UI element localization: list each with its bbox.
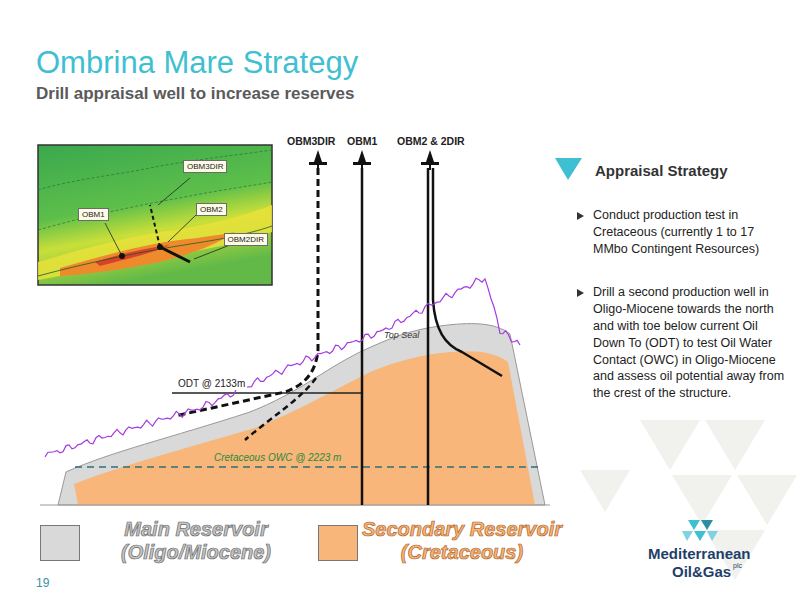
well-name: OBM3DIR — [287, 135, 335, 148]
well-label-text: OBM2DIR — [228, 235, 264, 244]
owc-label: Cretaceous OWC @ 2223 m — [212, 452, 343, 464]
logo-text: Mediterranean — [648, 545, 751, 563]
legend-swatch — [40, 525, 80, 561]
map-well-label: OBM2DIR — [224, 233, 268, 246]
legend-text: Main Reservoir (Oligo/Miocene) — [96, 518, 296, 564]
logo-icon — [682, 520, 718, 541]
map-well-label: OBM1 — [78, 208, 109, 221]
well-label-text: OBM2 — [200, 205, 223, 214]
heading-triangle — [555, 158, 582, 180]
inset-map — [38, 145, 272, 285]
owc-line — [75, 466, 540, 468]
well-label-text: OBM3DIR — [187, 162, 223, 171]
logo-text: plc — [733, 562, 742, 570]
well-label-text: OBM1 — [82, 210, 105, 219]
slide-title: Ombrina Mare Strategy — [36, 44, 358, 81]
slide-subtitle: Drill appraisal well to increase reserve… — [36, 84, 354, 104]
main-reservoir — [58, 324, 545, 505]
secondary-reservoir — [74, 351, 535, 505]
well-name: OBM1 — [347, 135, 377, 148]
odt-label: ODT @ 2133m — [176, 378, 247, 390]
bullet-text: Drill a second production well in Oligo-… — [593, 284, 788, 402]
well-name: OBM2 & 2DIR — [397, 135, 465, 148]
top-seal-label: Top Seal — [384, 330, 419, 341]
legend-swatch — [318, 525, 358, 561]
watermark-triangles — [580, 420, 797, 580]
seismic-horizon — [45, 278, 520, 457]
bullet-text: Conduct production test in Cretaceous (c… — [593, 207, 788, 258]
bullet-arrow — [577, 212, 584, 220]
bullet-arrow — [577, 289, 584, 297]
map-well-label: OBM3DIR — [183, 160, 227, 173]
section-heading: Appraisal Strategy — [595, 162, 728, 180]
legend-text: Secondary Reservoir (Cretaceous) — [352, 518, 572, 564]
page-number: 19 — [36, 576, 49, 590]
rig-symbols — [309, 150, 439, 170]
wells — [175, 168, 502, 505]
odt-line — [172, 392, 362, 394]
map-well-label: OBM2 — [196, 203, 227, 216]
logo-text: Oil&Gas — [672, 563, 731, 581]
